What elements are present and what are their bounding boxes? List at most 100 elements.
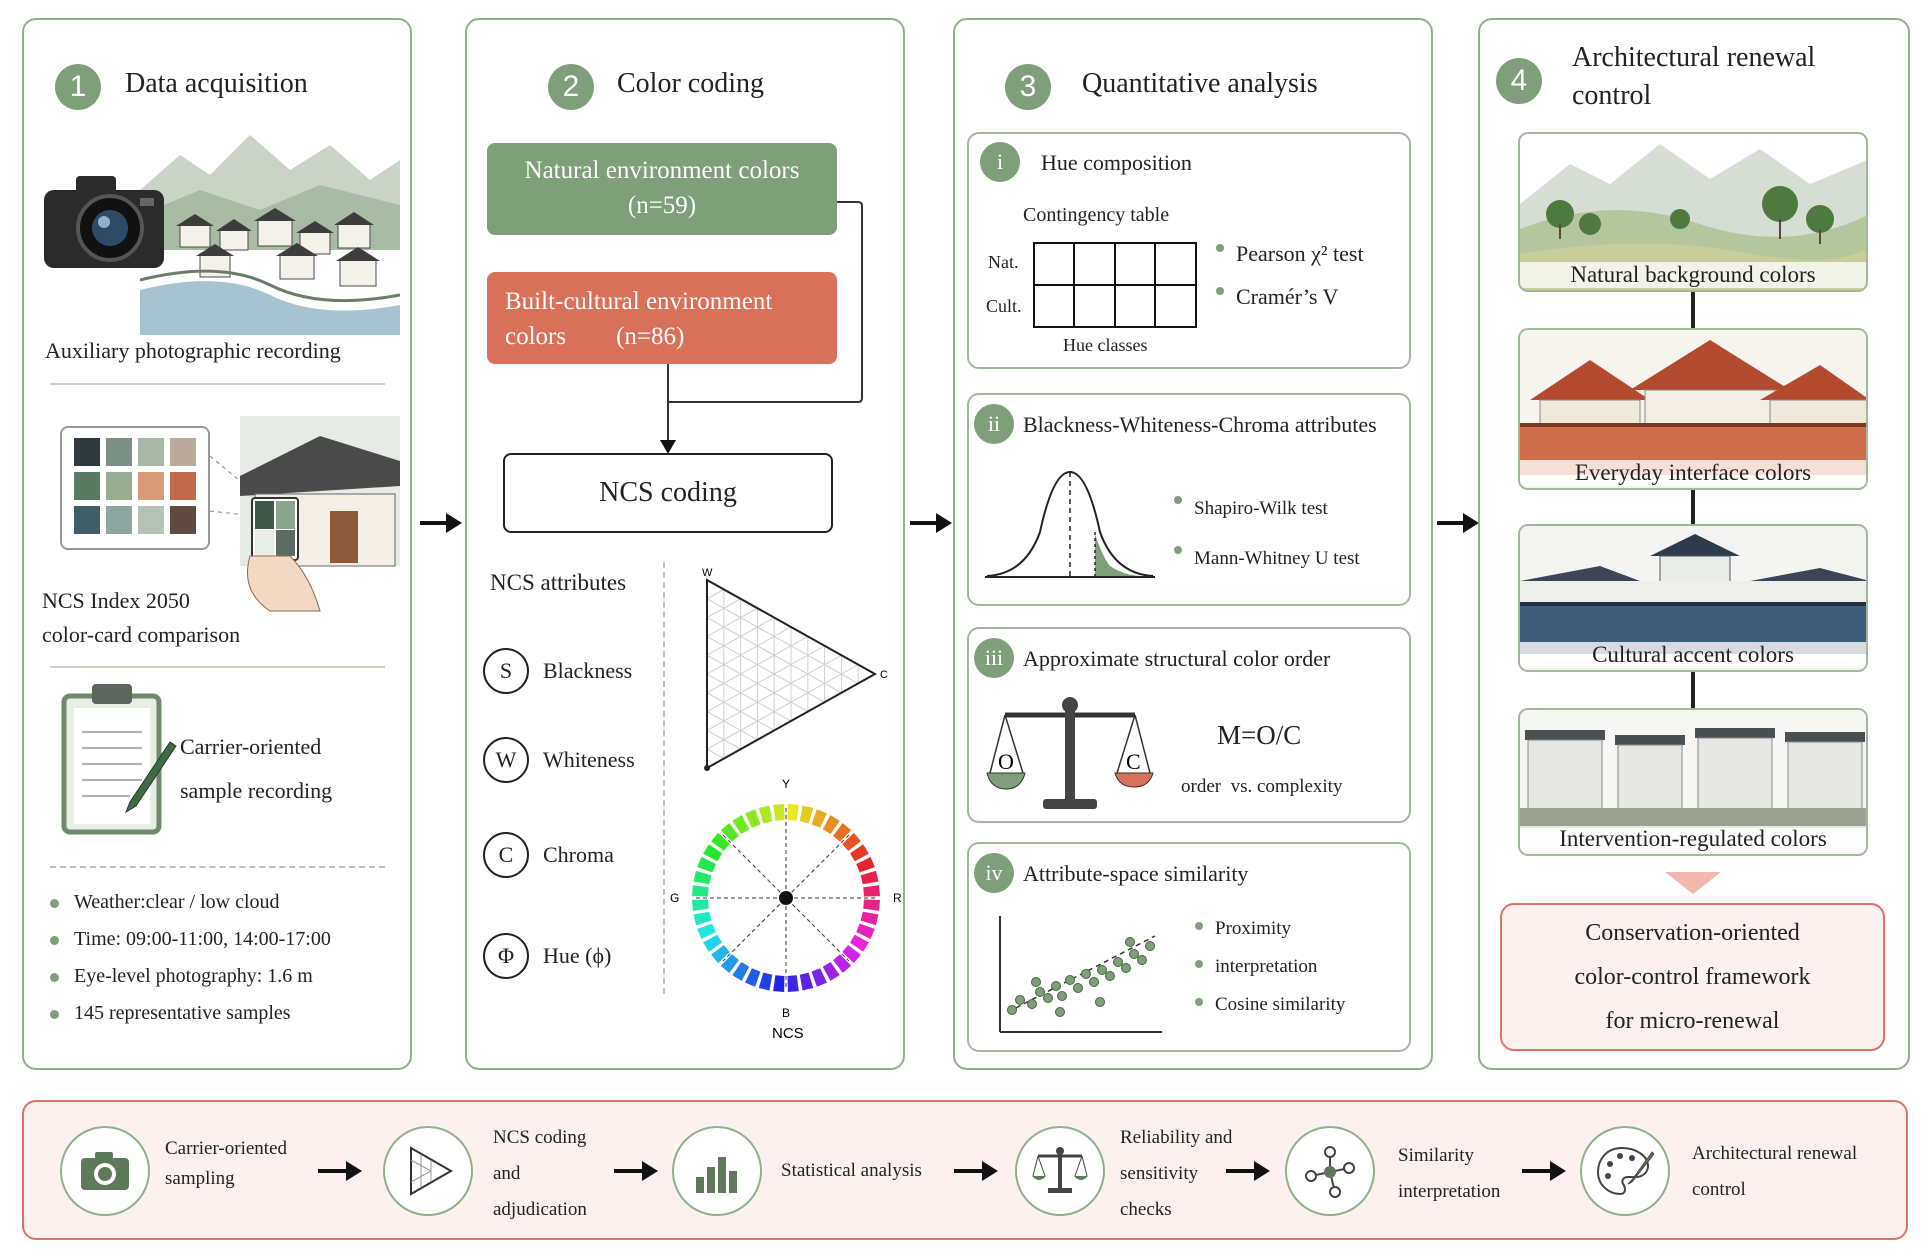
scatter-dot [1007,1005,1017,1015]
panel-title-line2: control [1572,80,1652,111]
bullet-proximity: Proximity [1193,910,1345,948]
hue-segment [697,857,716,873]
divider [50,666,385,668]
arrow-right-icon [1522,1161,1566,1181]
attribute-label: Hue (ϕ) [543,943,612,968]
ncs-caption-line1: NCS Index 2050 [42,588,190,613]
scatter-dot [1051,981,1061,991]
row-label-cult: Cult. [986,296,1022,316]
subpanel-number: iii [974,638,1014,678]
triangle-w-label: W [702,568,713,579]
color-swatch [138,472,164,500]
camera-icon [60,1126,150,1216]
subpanel-number: ii [974,404,1014,444]
hue-segment [711,832,730,851]
hue-segment [758,805,773,824]
scatter-dot [1125,937,1135,947]
built-line2-a: colors [505,323,567,350]
box-natural-background: Natural background colors [1518,132,1868,292]
clipboard-icon [61,684,177,835]
hue-b-label: B [782,1006,790,1020]
bullet-samples: 145 representative samples [48,995,331,1032]
natural-line1: Natural environment colors [524,157,800,184]
village-landscape-illustration [140,135,400,335]
distribution-curve [985,470,1155,578]
arrow-right-icon [910,513,952,533]
similarity-bullets: Proximity interpretation Cosine similari… [1193,910,1345,1024]
attribute-hue: Φ Hue (ϕ) [483,933,611,979]
framework-line1: Conservation-oriented [1585,920,1800,946]
framework-line2: color-control framework [1574,964,1811,990]
ncs-caption-line2: color-card comparison [42,622,241,647]
color-swatch [170,506,196,534]
box-label: Intervention-regulated colors [1520,826,1866,852]
color-swatch [74,472,100,500]
scale-pan-o-label: O [998,749,1014,774]
hue-segment [787,975,799,992]
connector-line [1691,490,1695,524]
hue-segment [842,945,861,964]
color-swatch [106,472,132,500]
hue-segment [711,945,730,964]
panel-title: Quantitative analysis [1082,68,1318,99]
box-intervention-regulated: Intervention-regulated colors [1518,708,1868,856]
carrier-line1: Carrier-oriented [180,734,322,759]
ncs-hue-circle: Y R B G NCS [670,778,902,1042]
ncs-swatch-card [60,426,210,550]
step-line: control [1692,1179,1746,1201]
step-line: NCS coding [493,1127,587,1148]
blackness-symbol-icon: S [483,648,529,694]
color-swatch [170,472,196,500]
box-everyday-interface: Everyday interface colors [1518,328,1868,490]
step-line: interpretation [1398,1181,1501,1203]
bullet-cramer: Cramér’s V [1214,275,1364,318]
subpanel-title: Approximate structural color order [1023,646,1331,671]
attribute-label: Chroma [543,842,614,867]
hue-segment [773,804,785,821]
bullet-pearson: Pearson χ² test [1214,232,1364,275]
acquisition-bullets: Weather:clear / low cloud Time: 09:00-11… [48,884,331,1032]
step-label-similarity: Similarity interpretation [1398,1138,1500,1210]
step-line: adjudication [493,1199,587,1221]
hue-segment [860,870,879,885]
color-swatch [106,506,132,534]
step-line: Architectural renewal [1692,1143,1858,1164]
balance-scale-icon: O C [986,697,1154,809]
box-cultural-accent: Cultural accent colors [1518,524,1868,672]
scatter-dot [1027,999,1037,1009]
hue-segment [822,962,840,981]
bullet-weather: Weather:clear / low cloud [48,884,331,921]
hue-segment [732,815,750,834]
triangle-c-label: C [880,669,888,681]
scatter-dot [1097,965,1107,975]
structure-formula: M=O/C [1217,720,1302,750]
hue-y-label: Y [782,778,790,791]
subpanel-structural-order [967,627,1411,823]
hue-segment [833,823,852,842]
arrow-right-icon [420,513,462,533]
hue-segment [732,962,750,981]
hue-segment [833,954,852,973]
connector-line [1691,672,1695,708]
scatter-dot [1035,987,1045,997]
hue-segment [693,870,712,885]
hue-segment [842,832,861,851]
scatter-dot [1031,977,1041,987]
hue-segment [720,823,739,842]
step-label-ncs: NCS coding and adjudication [493,1120,587,1228]
hue-classes-label: Hue classes [1063,335,1148,355]
built-colors-box: Built-cultural environment colors(n=86) [487,272,837,364]
built-line1: Built-cultural environment [505,288,773,315]
attribute-label: Blackness [543,658,633,683]
step-line: sensitivity [1120,1163,1199,1185]
carrier-line2: sample recording [180,778,333,803]
step-line: Reliability and [1120,1127,1233,1148]
scatter-dot [1081,969,1091,979]
arrow-right-icon [954,1161,998,1181]
hue-circle-caption: NCS [772,1025,804,1042]
contingency-table-title: Contingency table [1023,204,1170,226]
ncs-attributes-heading: NCS attributes [490,570,627,595]
bar-chart-icon [672,1126,762,1216]
hue-segment [811,968,827,987]
scatter-dot [1145,941,1155,951]
